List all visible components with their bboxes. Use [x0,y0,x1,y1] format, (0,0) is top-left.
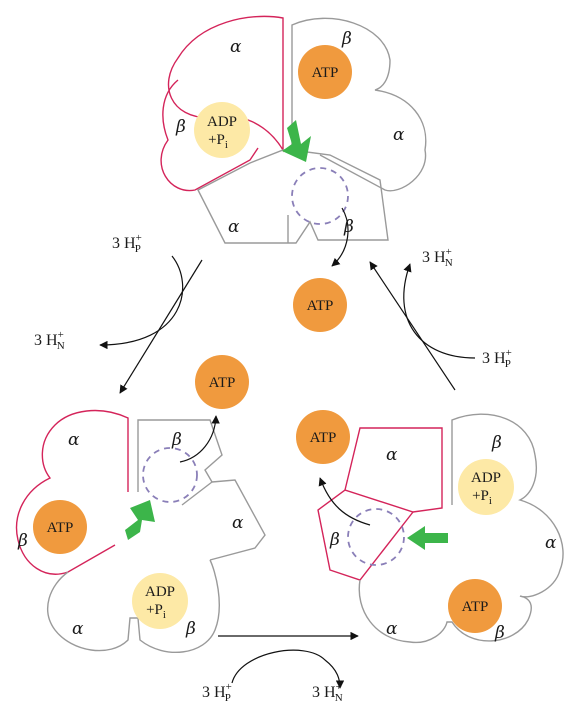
bl-adp-bound [132,573,188,629]
bl-alpha-right [209,479,266,561]
released-atp-top-label: ATP [307,298,334,314]
br-pi-label: +Pi [472,488,492,507]
top-atp-label: ATP [312,65,339,81]
released-atp-top [293,278,347,332]
br-alpha-label-3: α [386,619,398,639]
top-right-subunits [291,17,427,192]
top-alpha-label-2: α [393,125,405,145]
bl-beta-label-3: β [185,619,196,639]
br-alpha-label-2: α [545,533,557,553]
br-alpha-label-1: α [386,445,398,465]
br-adp-label: ADP [471,470,501,486]
br-atp-bound [448,579,502,633]
top-adp-bound [194,102,250,158]
br-beta-red [317,489,414,581]
bl-release-arrow [179,415,220,463]
br-bottom-subunits [358,579,532,644]
right-proton-arrow [403,263,476,359]
bottom-hp-label: 3 H+P [202,681,232,704]
top-beta-label-1: β [341,29,352,49]
bl-adp-label: ADP [145,584,175,600]
top-alpha-label-3: α [228,217,240,237]
left-hp-label: 3 H+P [112,232,142,255]
right-hn-label: 3 H+N [422,246,453,269]
top-alpha-label-1: α [230,37,242,57]
bl-beta-label-2: β [17,531,28,551]
bl-green-arrow [125,500,155,540]
left-cycle-arrow [119,259,203,394]
top-green-arrow [282,120,311,162]
top-beta-label-2: β [175,117,186,137]
br-release-arrow [318,477,371,526]
top-beta-subunit-left [160,79,259,192]
bottom-proton-arrow [231,649,345,689]
br-catalytic-site [347,508,405,566]
bl-bottom-subunits [47,559,220,654]
bl-atp-bound [33,500,87,554]
top-atp-bound [298,45,352,99]
bl-beta-label-1: β [171,430,182,450]
right-hp-label: 3 H+P [482,347,512,370]
right-cycle-arrow [369,261,456,391]
top-alpha-subunit-left [167,15,284,153]
released-atp-right-label: ATP [310,430,337,446]
top-catalytic-site [291,167,349,225]
bl-pi-label: +Pi [146,602,166,621]
br-beta-label-3: β [494,623,505,643]
top-release-arrow [331,207,349,267]
bl-alpha-label-1: α [68,430,80,450]
released-atp-right [296,410,350,464]
released-atp-left-label: ATP [209,375,236,391]
bl-catalytic-site [142,447,198,503]
top-bottom-alpha-beta [197,149,389,244]
left-hn-label: 3 H+N [34,329,65,352]
bl-alpha-label-3: α [72,619,84,639]
br-right-subunits [451,413,564,598]
br-beta-label-1: β [491,433,502,453]
top-complex: ATP ADP +Pi α β β α α β [160,15,427,267]
br-beta-label-2: β [329,530,340,550]
bl-alpha-beta-red [15,409,129,575]
bottom-right-complex: ADP +Pi ATP α β β α α β [317,413,564,644]
bottom-left-complex: ATP ADP +Pi α β β α α β [15,409,266,654]
br-alpha-red [344,427,443,513]
bl-alpha-label-2: α [232,513,244,533]
bottom-hn-label: 3 H+N [312,681,343,704]
top-pi-label: +Pi [208,132,228,151]
released-atp-left [195,355,249,409]
br-green-arrow [407,526,448,550]
left-proton-arrow [99,255,184,350]
br-atp-label: ATP [462,599,489,615]
bl-atp-label: ATP [47,520,74,536]
top-adp-label: ADP [207,114,237,130]
br-adp-bound [458,459,514,515]
